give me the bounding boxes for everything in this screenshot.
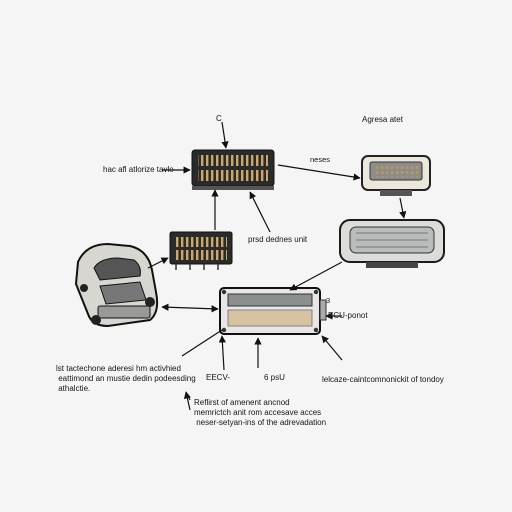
connector-top-center	[191, 149, 275, 190]
arrow-connector-to-right	[277, 164, 361, 181]
car-illustration	[74, 242, 159, 328]
label-ecu-ponot: ECU-ponot	[328, 311, 368, 320]
arrows	[147, 121, 407, 411]
arrow-c-to-connector	[221, 121, 229, 149]
arrow-ecu-right-down	[321, 335, 343, 361]
arrow-car-to-midleft	[147, 257, 169, 269]
label-note: Reflirst of amenent ancnod memrictch ani…	[194, 398, 327, 427]
label-rpsu: 6 psU	[264, 373, 285, 382]
module-right	[339, 219, 445, 268]
label-bottom-left: lst tactechone aderesi hm activhied eatt…	[56, 364, 196, 393]
arrow-ecu-left-down	[181, 329, 223, 357]
label-top-c: C	[216, 114, 222, 123]
connector-mid-left	[169, 231, 233, 270]
arrow-ecu-to-eecv	[218, 335, 226, 371]
arrow-car-to-ecu	[161, 303, 219, 313]
ecu-unit	[219, 287, 327, 335]
arrow-right-down	[399, 197, 407, 219]
arrow-note-up	[183, 391, 191, 411]
arrow-unit-to-connector	[249, 191, 271, 233]
label-top-right: Agresa atet	[362, 115, 403, 124]
arrow-module-to-ecu	[289, 261, 343, 291]
label-bottom-right: lelcaze-caintcomnonickit of tondoy	[322, 375, 444, 384]
label-mid-unit: prsd dednes unit	[248, 235, 308, 244]
connector-top-right	[361, 155, 431, 196]
label-connector-left: hac afl atlorize tavle	[103, 165, 174, 174]
label-connector-arrow: neses	[310, 155, 331, 164]
label-ecu-bottom: EECV-	[206, 373, 231, 382]
label-num-3: 3	[326, 296, 331, 305]
